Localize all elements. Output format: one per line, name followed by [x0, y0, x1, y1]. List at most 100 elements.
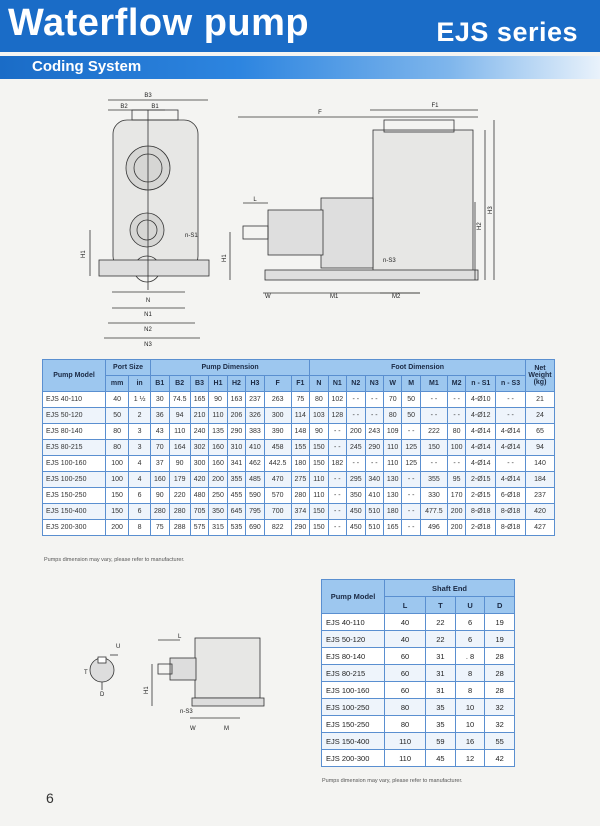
label-m1: M1 [330, 294, 339, 300]
table-cell: 60 [383, 681, 427, 699]
table-cell: 200 [104, 519, 130, 536]
column-header: B3 [189, 375, 210, 392]
table-cell: 80 [446, 423, 467, 440]
table-cell: 245 [346, 439, 366, 456]
pump-model-cell: EJS 100-250 [42, 471, 106, 488]
table-cell: 4-Ø14 [495, 423, 526, 440]
col-shaft-end: Shaft End [384, 579, 515, 597]
table-cell: 4-Ø14 [495, 439, 526, 456]
table-cell: 290 [226, 423, 247, 440]
table-cell: 150 [309, 519, 329, 536]
col-shaft-model: Pump Model [321, 579, 385, 614]
table-cell: 822 [263, 519, 292, 536]
table-cell: - - [346, 407, 366, 424]
table-cell: 302 [189, 439, 210, 456]
table-cell: 3 [128, 423, 152, 440]
table-cell: 300 [263, 407, 292, 424]
table-cell: 470 [263, 471, 292, 488]
column-header: D [484, 596, 515, 614]
pump-model-cell: EJS 100-160 [42, 455, 106, 472]
table-cell: 37 [150, 455, 170, 472]
table-cell: 100 [104, 455, 130, 472]
table-cell: - - [401, 503, 421, 520]
table-cell: 206 [226, 407, 247, 424]
table-cell: 8 [454, 681, 486, 699]
pump-model-cell: EJS 150-250 [321, 715, 385, 733]
table-cell: 310 [226, 439, 247, 456]
table-cell: 4-Ø14 [465, 455, 497, 472]
table-cell: 535 [226, 519, 247, 536]
table-cell: 160 [150, 471, 170, 488]
table-cell: 170 [446, 487, 467, 504]
table-cell: - - [327, 439, 348, 456]
table-cell: - - [419, 407, 448, 424]
table-cell: 90 [309, 423, 329, 440]
label-m2: M2 [392, 294, 401, 300]
table-cell: 200 [208, 471, 228, 488]
table-cell: 110 [309, 487, 329, 504]
table-cell: 182 [327, 455, 348, 472]
table-cell: - - [401, 423, 421, 440]
table-cell: 74.5 [168, 391, 191, 408]
table-cell: 50 [104, 407, 130, 424]
table-cell: 125 [401, 439, 421, 456]
label-h2: H2 [477, 222, 483, 230]
table-cell: 10 [454, 715, 486, 733]
table-cell: 510 [364, 519, 384, 536]
column-header: H2 [226, 375, 247, 392]
table-cell: 135 [208, 423, 228, 440]
table-cell: 8 [128, 519, 152, 536]
table-cell: 80 [104, 439, 130, 456]
table-cell: 45 [425, 749, 456, 767]
table-cell: 19 [484, 630, 515, 648]
table-cell: 103 [309, 407, 329, 424]
table-cell: 315 [208, 519, 228, 536]
label-f: F [318, 110, 322, 116]
table-cell: 75 [290, 391, 311, 408]
table-cell: 200 [446, 503, 467, 520]
table-cell: 496 [419, 519, 448, 536]
table-cell: - - [446, 391, 467, 408]
table-cell: 250 [208, 487, 228, 504]
table-cell: 40 [383, 630, 427, 648]
table-cell: 455 [226, 487, 247, 504]
table-cell: - - [327, 423, 348, 440]
table-cell: 70 [150, 439, 170, 456]
table-cell: 442.5 [263, 455, 292, 472]
table-cell: 355 [226, 471, 247, 488]
table-cell: 237 [245, 391, 265, 408]
pump-model-cell: EJS 80-215 [42, 439, 106, 456]
table-cell: 59 [425, 732, 456, 750]
table-cell: . 8 [454, 647, 486, 665]
label-n2: N2 [144, 327, 152, 333]
label-n1: N1 [144, 312, 152, 318]
col-pump-dimension: Pump Dimension [150, 359, 311, 376]
table-cell: 28 [484, 681, 515, 699]
table-cell: 43 [150, 423, 170, 440]
table-cell: 150 [419, 439, 448, 456]
column-header: M1 [419, 375, 448, 392]
table-cell: 300 [189, 455, 210, 472]
table-cell: 40 [104, 391, 130, 408]
shaft-drawings: U T D L H1 n-S3 W M [84, 634, 265, 732]
label-h1-small: H1 [144, 686, 150, 694]
table-cell: 355 [419, 471, 448, 488]
table-cell: 35 [425, 698, 456, 716]
table-cell: 32 [484, 698, 515, 716]
table-cell: 690 [245, 519, 265, 536]
column-header: H1 [208, 375, 228, 392]
table-cell: - - [346, 391, 366, 408]
table-cell: - - [346, 455, 366, 472]
table-cell: 22 [425, 630, 456, 648]
table-cell: 160 [208, 439, 228, 456]
table-cell: 125 [401, 455, 421, 472]
table-cell: 90 [168, 455, 191, 472]
table-cell: 180 [290, 455, 311, 472]
